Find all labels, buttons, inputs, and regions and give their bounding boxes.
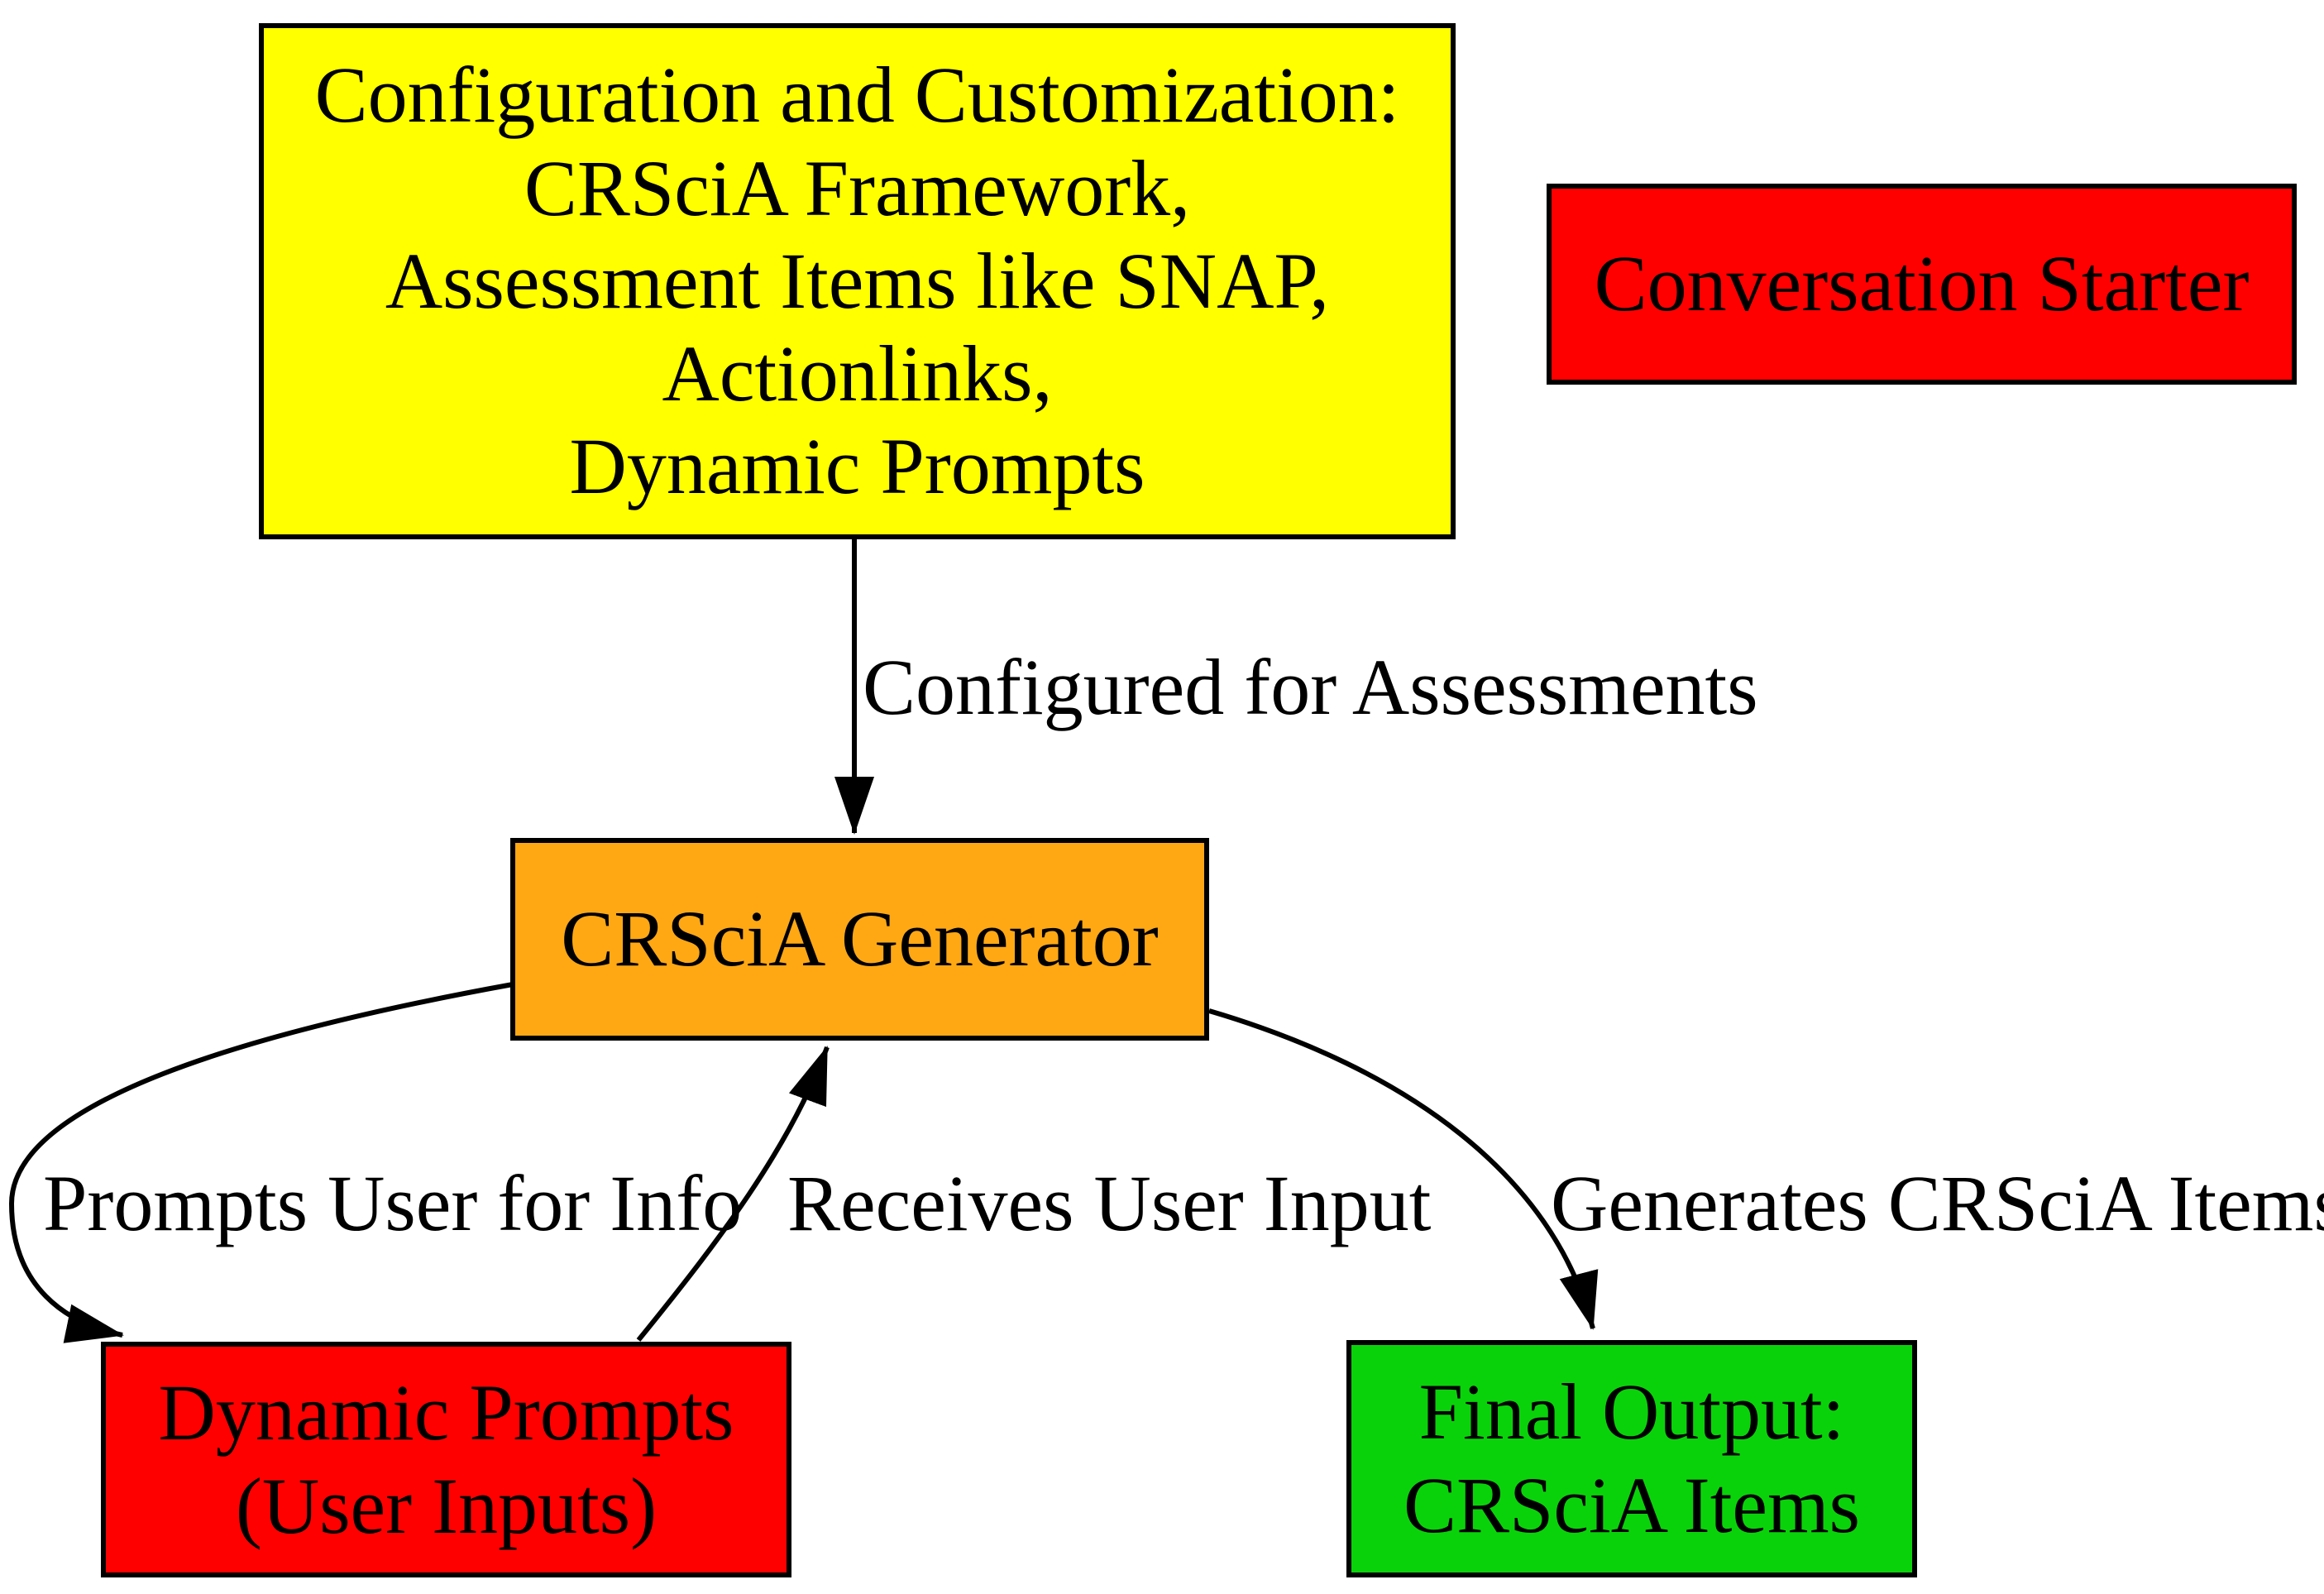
edge-label-generates-crscia-items: Generates CRSciA Items <box>1551 1159 2324 1247</box>
edge-label-configured-for-assessments: Configured for Assessments <box>863 643 1758 731</box>
node-configuration-line: Dynamic Prompts <box>569 422 1145 511</box>
node-final-output-line: CRSciA Items <box>1403 1460 1861 1549</box>
node-crscia-generator-label: CRSciA Generator <box>561 894 1159 984</box>
node-configuration-line: Assessment Items like SNAP, <box>385 236 1330 325</box>
node-final-output: Final Output: CRSciA Items <box>1346 1340 1917 1577</box>
node-conversation-starter: Conversation Starter <box>1547 184 2297 385</box>
node-conversation-starter-label: Conversation Starter <box>1594 239 2250 328</box>
node-final-output-line: Final Output: <box>1418 1367 1845 1457</box>
edge-label-receives-user-input: Receives User Input <box>787 1159 1432 1247</box>
edge-label-prompts-user-for-info: Prompts User for Info <box>43 1159 743 1247</box>
node-configuration-line: Configuration and Customization: <box>314 50 1400 140</box>
node-configuration-line: Actionlinks, <box>662 329 1053 419</box>
node-dynamic-prompts: Dynamic Prompts (User Inputs) <box>101 1342 791 1577</box>
node-configuration-line: CRSciA Framework, <box>524 143 1191 232</box>
node-dynamic-prompts-line: Dynamic Prompts <box>158 1368 734 1458</box>
node-dynamic-prompts-line: (User Inputs) <box>235 1461 658 1550</box>
node-configuration-and-customization: Configuration and Customization: CRSciA … <box>259 23 1456 539</box>
node-crscia-generator: CRSciA Generator <box>510 838 1209 1041</box>
